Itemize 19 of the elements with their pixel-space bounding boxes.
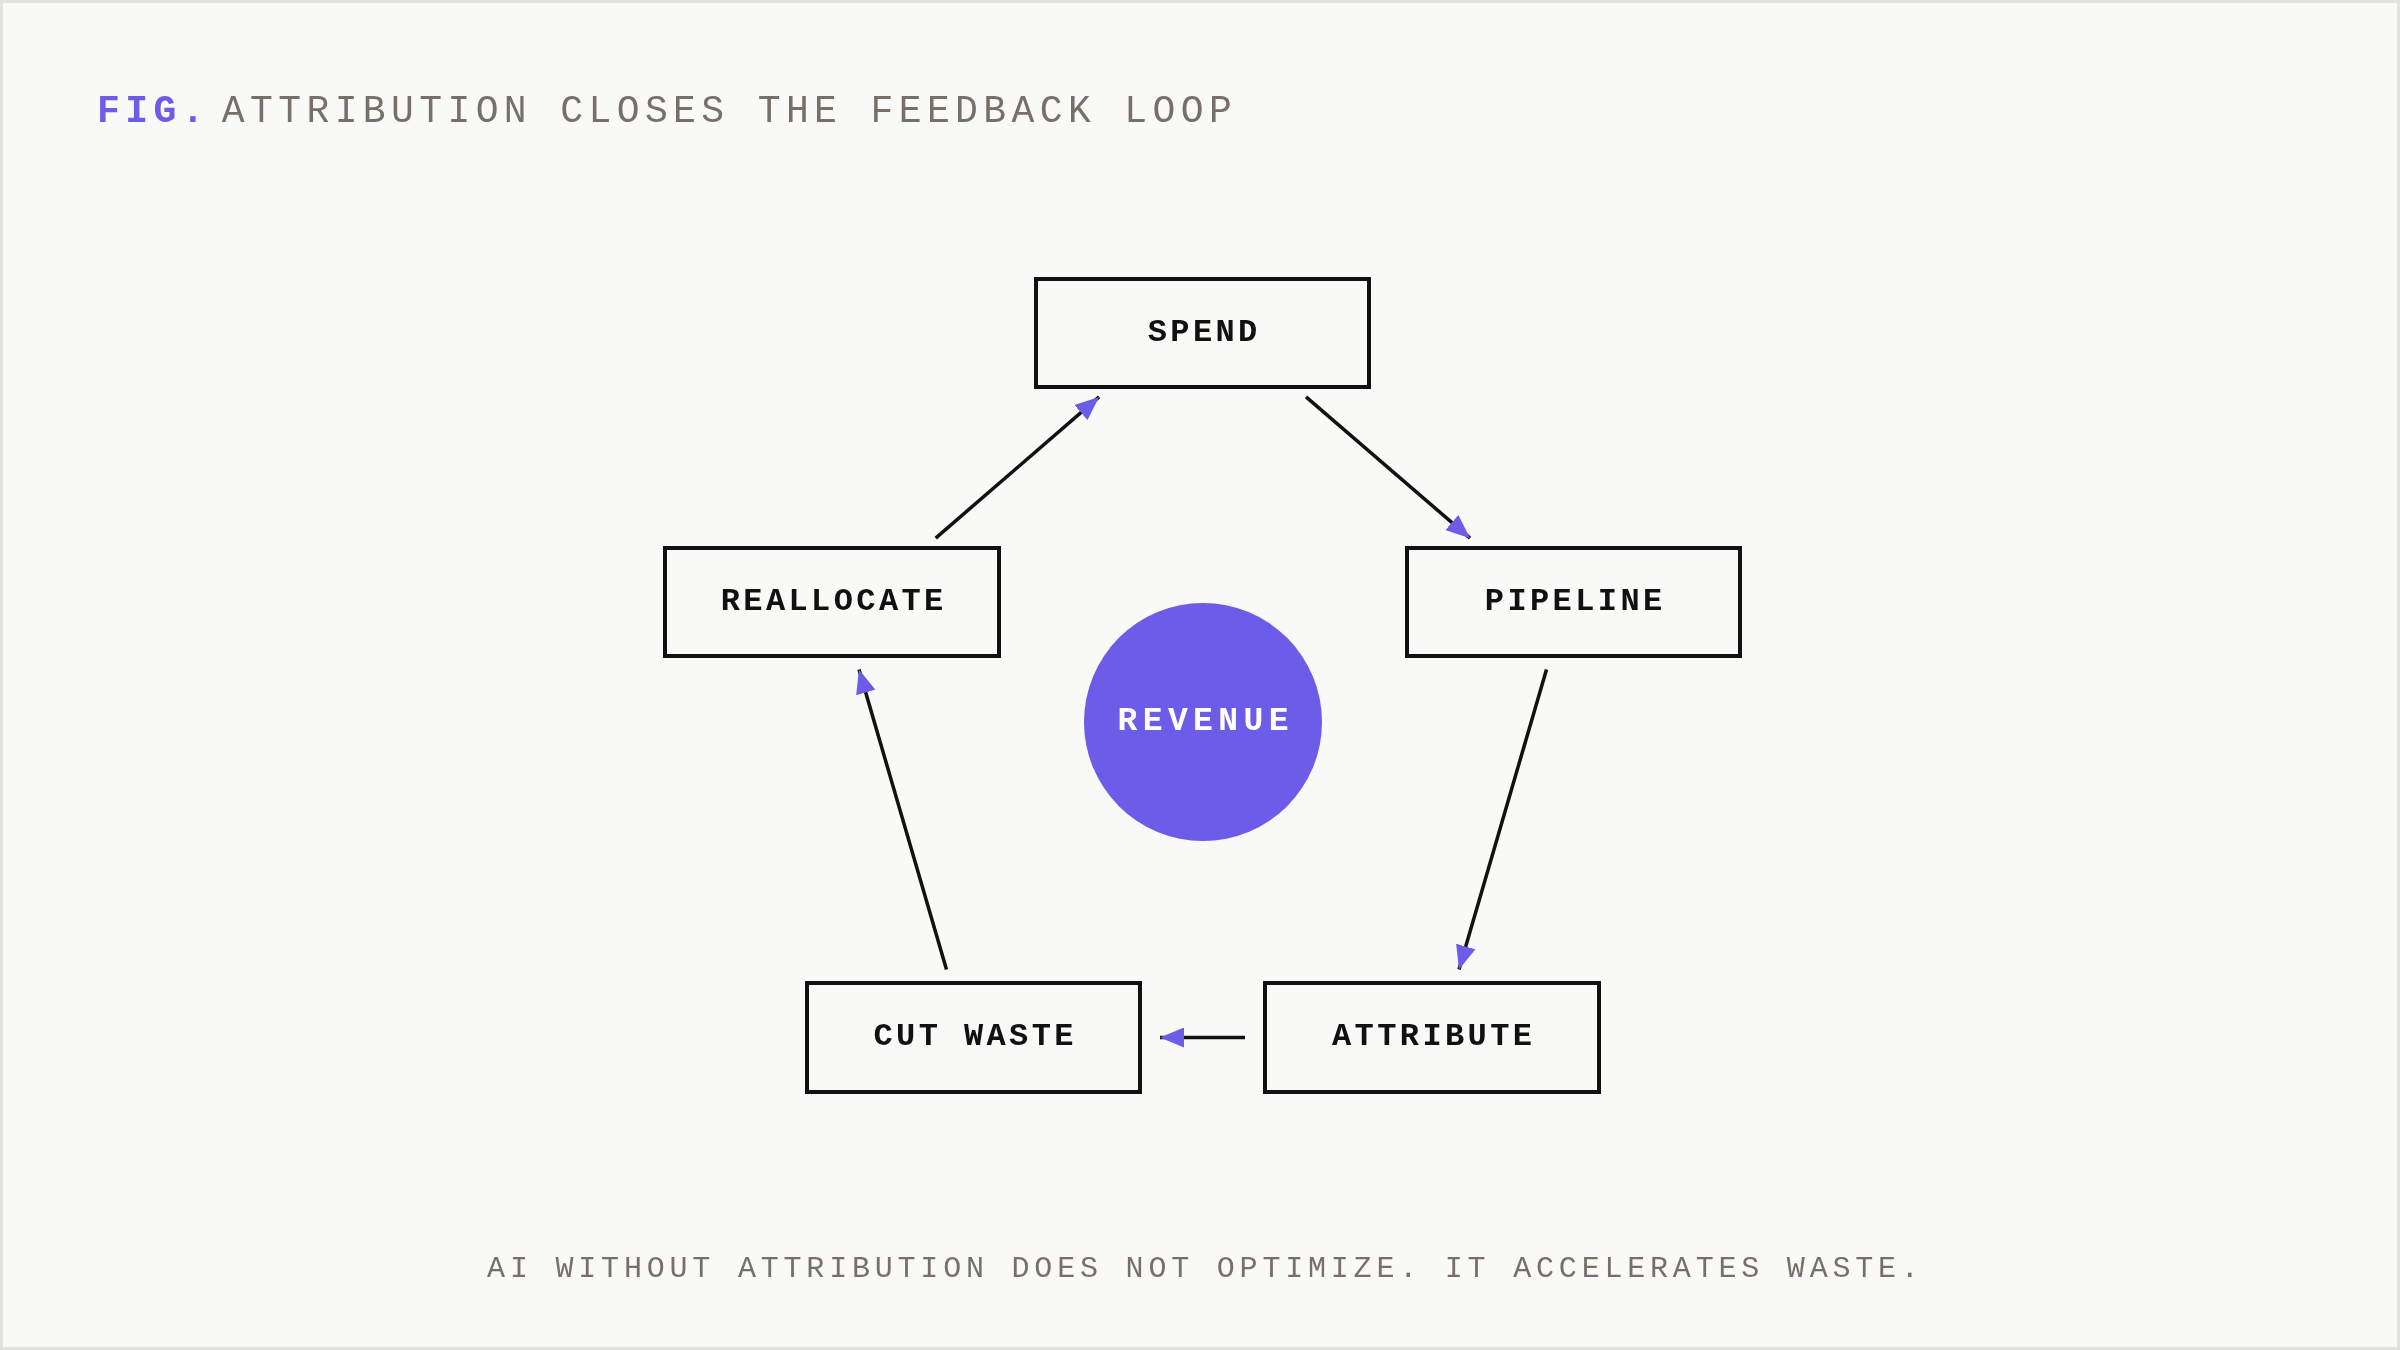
node-label: PIPELINE [1484,583,1666,621]
process-box [805,981,1142,1094]
arrow [934,395,1101,540]
figure-tag: FIG. [97,91,210,133]
process-box [1263,981,1601,1094]
arrow [1160,1027,1245,1048]
caption-text: AI WITHOUT ATTRIBUTION DOES NOT OPTIMIZE. IT ACCELERATES WASTE. [487,1252,1924,1286]
node-label: ATTRIBUTE [1331,1019,1536,1056]
node-label: REALLOCATE [720,583,947,621]
process-box [1034,277,1371,389]
arrow [1456,669,1549,970]
node-label: REVENUE [1117,703,1294,741]
arrow [856,669,949,970]
process-box [663,546,1001,658]
node-label: SPEND [1147,314,1261,352]
figure-title: ATTRIBUTION CLOSES THE FEEDBACK LOOP [221,91,1238,133]
arrow [1304,395,1472,540]
node-label: CUT WASTE [873,1019,1077,1056]
process-box [1405,546,1742,658]
